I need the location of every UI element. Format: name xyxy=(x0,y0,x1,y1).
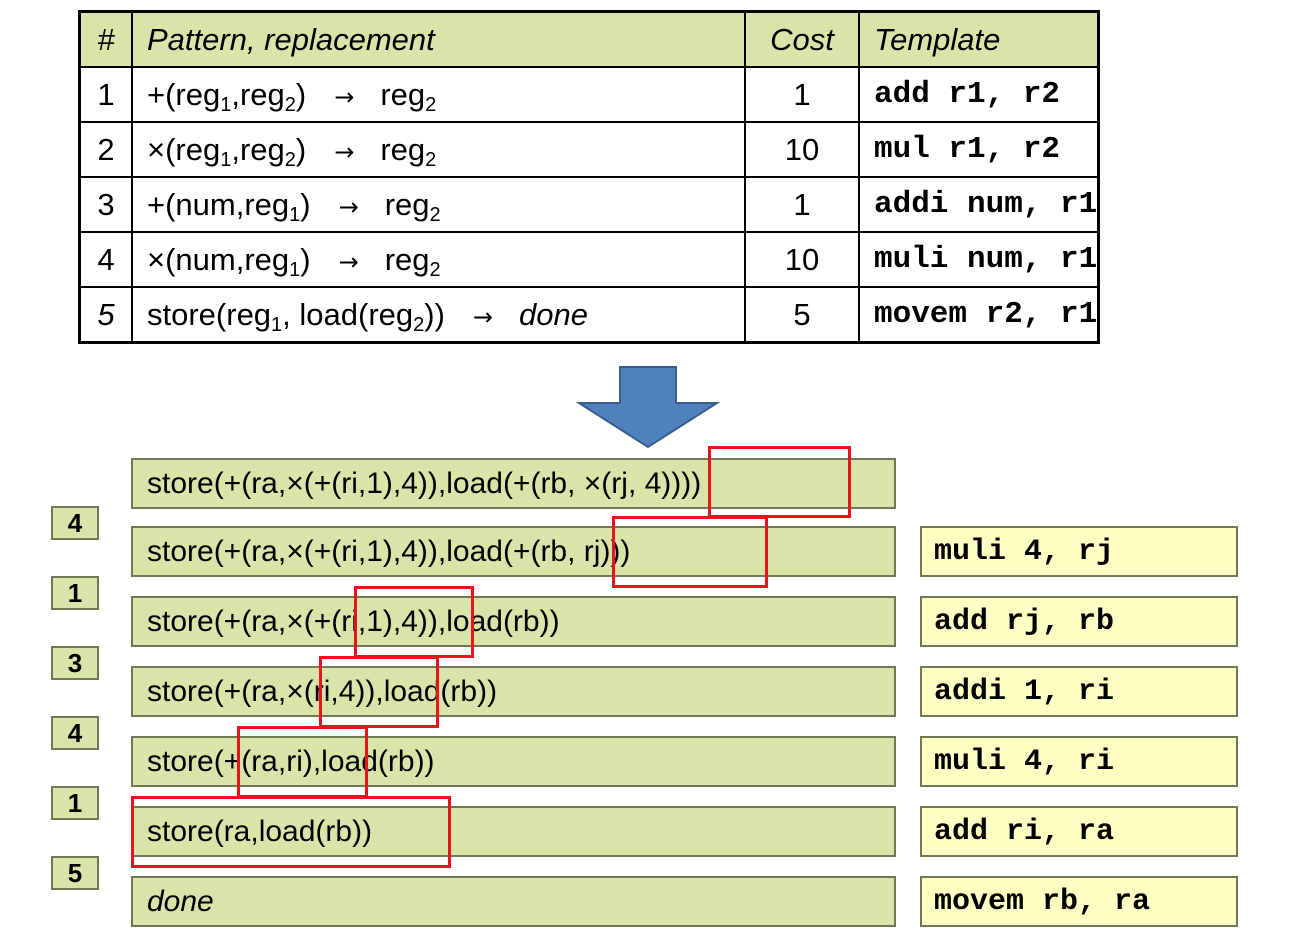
rule-num: 5 xyxy=(78,286,133,344)
down-arrow-icon xyxy=(575,366,721,449)
header-cost: Cost xyxy=(744,10,860,68)
rule-row-5: 5 store(reg1, load(reg2))→done 5 movem r… xyxy=(78,286,1100,344)
step-expression-7: done xyxy=(131,876,896,927)
header-pattern: Pattern, replacement xyxy=(131,10,746,68)
rule-pattern: +(num,reg1)→reg2 xyxy=(131,176,746,233)
header-template: Template xyxy=(858,10,1100,68)
applied-rule-6: 5 xyxy=(51,856,99,890)
rule-row-1: 1 +(reg1,reg2)→reg2 1 add r1, r2 xyxy=(78,66,1100,123)
step-expression-6: store(ra,load(rb)) xyxy=(131,806,896,857)
step-expression-2: store(+(ra,×(+(ri,1),4)),load(+(rb, rj))… xyxy=(131,526,896,577)
rule-template: movem r2, r1 xyxy=(858,286,1100,344)
rule-pattern: ×(reg1,reg2)→reg2 xyxy=(131,121,746,178)
step-expression-3: store(+(ra,×(+(ri,1),4)),load(rb)) xyxy=(131,596,896,647)
instruction-4: muli 4, ri xyxy=(920,736,1238,787)
instruction-6: movem rb, ra xyxy=(920,876,1238,927)
step-expression-1: store(+(ra,×(+(ri,1),4)),load(+(rb, ×(rj… xyxy=(131,458,896,509)
rule-template: addi num, r1 xyxy=(858,176,1100,233)
rule-table-header: # Pattern, replacement Cost Template xyxy=(78,10,1100,68)
rule-cost: 10 xyxy=(744,121,860,178)
rule-num: 2 xyxy=(78,121,133,178)
rule-num: 4 xyxy=(78,231,133,288)
rule-table: # Pattern, replacement Cost Template 1 +… xyxy=(78,10,1101,344)
rule-num: 1 xyxy=(78,66,133,123)
rule-pattern: +(reg1,reg2)→reg2 xyxy=(131,66,746,123)
rule-template: mul r1, r2 xyxy=(858,121,1100,178)
rule-cost: 5 xyxy=(744,286,860,344)
right-arrow-icon: → xyxy=(472,302,494,331)
match-highlight-1 xyxy=(708,446,851,518)
right-arrow-icon: → xyxy=(334,82,355,111)
instruction-1: muli 4, rj xyxy=(920,526,1238,577)
instruction-2: add rj, rb xyxy=(920,596,1238,647)
rule-row-2: 2 ×(reg1,reg2)→reg2 10 mul r1, r2 xyxy=(78,121,1100,178)
applied-rule-3: 3 xyxy=(51,646,99,680)
match-highlight-3 xyxy=(354,586,474,658)
rule-pattern: ×(num,reg1)→reg2 xyxy=(131,231,746,288)
rule-row-3: 3 +(num,reg1)→reg2 1 addi num, r1 xyxy=(78,176,1100,233)
right-arrow-icon: → xyxy=(338,247,359,276)
rule-pattern: store(reg1, load(reg2))→done xyxy=(131,286,746,344)
rule-num: 3 xyxy=(78,176,133,233)
rule-template: muli num, r1 xyxy=(858,231,1100,288)
match-highlight-2 xyxy=(612,516,768,588)
rule-cost: 1 xyxy=(744,66,860,123)
applied-rule-4: 4 xyxy=(51,716,99,750)
applied-rule-1: 4 xyxy=(51,506,99,540)
instruction-5: add ri, ra xyxy=(920,806,1238,857)
rule-cost: 10 xyxy=(744,231,860,288)
match-highlight-6 xyxy=(131,796,451,868)
header-num: # xyxy=(78,10,133,68)
rule-row-4: 4 ×(num,reg1)→reg2 10 muli num, r1 xyxy=(78,231,1100,288)
right-arrow-icon: → xyxy=(334,137,355,166)
step-expression-5: store(+(ra,ri),load(rb)) xyxy=(131,736,896,787)
applied-rule-2: 1 xyxy=(51,576,99,610)
rule-template: add r1, r2 xyxy=(858,66,1100,123)
instruction-3: addi 1, ri xyxy=(920,666,1238,717)
match-highlight-4 xyxy=(319,656,439,728)
match-highlight-5 xyxy=(237,726,368,798)
rule-cost: 1 xyxy=(744,176,860,233)
step-expression-4: store(+(ra,×(ri,4)),load(rb)) xyxy=(131,666,896,717)
applied-rule-5: 1 xyxy=(51,786,99,820)
right-arrow-icon: → xyxy=(338,192,359,221)
